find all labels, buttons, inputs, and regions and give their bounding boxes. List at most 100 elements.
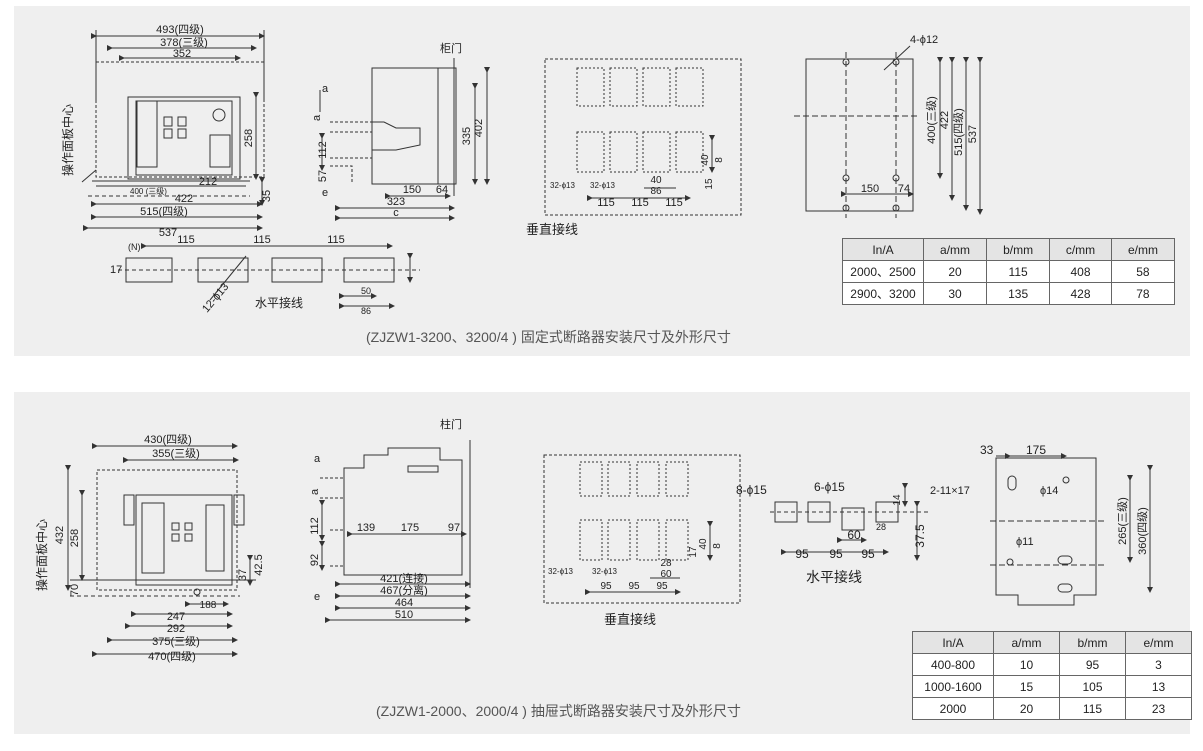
top-vw-dim-115a: 115 xyxy=(597,197,615,209)
table-cell: 105 xyxy=(1059,675,1126,698)
table-cell: 58 xyxy=(1110,260,1176,283)
top-hw-dim-115c: 115 xyxy=(327,234,345,246)
table-cell: 408 xyxy=(1049,260,1112,283)
top-side-dim-a1: a xyxy=(322,83,329,95)
table-cell: 135 xyxy=(986,282,1051,305)
table-header-cell: a/mm xyxy=(922,238,988,261)
top-front-view xyxy=(81,30,265,231)
bot-mv-dim-33: 33 xyxy=(980,443,994,457)
top-side-view xyxy=(319,58,490,221)
bot-hw-dim-60: 60 xyxy=(847,528,861,542)
bot-hw-dim-95a: 95 xyxy=(795,547,809,561)
top-vw-dim-32a: 32-ϕ13 xyxy=(550,181,575,190)
top-hw-dim-50: 50 xyxy=(361,286,371,296)
top-mv-dim-150: 150 xyxy=(861,183,879,195)
table-row: 1000-1600 15 105 13 xyxy=(912,675,1192,698)
bot-mv-dim-360: 360(四级) xyxy=(1136,507,1149,555)
bottom-caption: (ZJZW1-2000、2000/4 ) 抽屉式断路器安装尺寸及外形尺寸 xyxy=(376,703,741,719)
bot-vw-dim-28: 28 xyxy=(660,558,672,569)
top-front-dim-212: 212 xyxy=(199,176,217,188)
top-front-dim-422: 422 xyxy=(175,193,193,205)
bottom-front-view xyxy=(65,443,256,657)
table-header-cell: c/mm xyxy=(1049,238,1112,261)
bot-mv-dim-phi14: ϕ14 xyxy=(1040,485,1058,497)
top-hw-dim-115b: 115 xyxy=(253,234,271,246)
bot-hw-dim-95b: 95 xyxy=(829,547,843,561)
bot-mv-dim-175: 175 xyxy=(1026,443,1046,457)
top-mv-dim-holes: 4-ϕ12 xyxy=(910,34,938,46)
top-side-dim-64: 64 xyxy=(436,184,448,196)
bot-vw-dim-95b: 95 xyxy=(628,581,640,592)
top-front-dim-515: 515(四级) xyxy=(140,205,188,218)
bot-vertical-wiring-label: 垂直接线 xyxy=(604,612,656,627)
bot-front-dim-42-5: 42.5 xyxy=(253,554,265,575)
bot-vw-dim-95c: 95 xyxy=(656,581,668,592)
top-vw-dim-15: 15 xyxy=(704,178,715,190)
table-cell: 2000、2500 xyxy=(842,260,924,283)
bot-mv-dim-phi11: ϕ11 xyxy=(1016,536,1034,548)
top-door-label: 柜门 xyxy=(440,41,462,55)
top-caption: (ZJZW1-3200、3200/4 ) 固定式断路器安装尺寸及外形尺寸 xyxy=(366,329,731,345)
bot-vw-dim-32a: 32-ϕ13 xyxy=(548,567,573,576)
table-header-cell: a/mm xyxy=(993,631,1060,654)
table-header-cell: b/mm xyxy=(1059,631,1126,654)
top-vw-dim-115b: 115 xyxy=(631,197,649,209)
bot-hw-dim-28: 28 xyxy=(876,522,886,532)
table-header-cell: In/A xyxy=(842,238,924,261)
top-mv-dim-515: 515(四级) xyxy=(952,108,965,156)
top-side-dim-335: 335 xyxy=(461,127,473,145)
bot-side-dim-421: 421(连接) xyxy=(380,572,428,585)
table-header-cell: In/A xyxy=(912,631,994,654)
bot-front-dim-292: 292 xyxy=(167,623,185,635)
table-cell: 10 xyxy=(993,653,1060,676)
top-front-dim-493: 493(四级) xyxy=(156,23,204,36)
bot-mv-dim-slots: 2-11×17 xyxy=(930,485,970,497)
top-hw-dim-17: 17 xyxy=(110,264,122,276)
bottom-horizontal-wiring xyxy=(770,483,930,561)
bot-front-dim-430: 430(四级) xyxy=(144,433,192,446)
table-cell: 400-800 xyxy=(912,653,994,676)
table-cell: 30 xyxy=(922,282,988,305)
bot-side-dim-e: e xyxy=(314,591,320,603)
top-front-dim-400: 400 (三级) xyxy=(130,186,167,196)
bot-side-dim-464: 464 xyxy=(395,597,413,609)
top-hw-n-label: (N) xyxy=(128,242,141,252)
top-vertical-wiring xyxy=(544,58,742,216)
bottom-mounting-view xyxy=(990,453,1153,606)
top-mv-dim-400: 400(三级) xyxy=(925,96,938,144)
bot-hw-dim-6holes: 6-ϕ15 xyxy=(814,480,845,494)
bot-front-dim-70: 70 xyxy=(69,584,81,596)
top-vw-dim-115c: 115 xyxy=(665,197,683,209)
table-row: 2900、3200 30 135 428 78 xyxy=(842,282,1176,305)
top-front-dim-537: 537 xyxy=(159,227,177,239)
table-cell: 15 xyxy=(993,675,1060,698)
table-cell: 3 xyxy=(1125,653,1192,676)
top-hw-dim-86: 86 xyxy=(361,306,371,316)
top-vw-dim-40a: 40 xyxy=(650,175,662,186)
table-header-row: In/A a/mm b/mm e/mm xyxy=(912,631,1192,654)
bot-hw-dim-8holes: 8-ϕ15 xyxy=(736,483,767,497)
table-cell: 428 xyxy=(1049,282,1112,305)
top-mv-dim-422: 422 xyxy=(939,111,951,129)
bot-front-dim-432: 432 xyxy=(54,526,66,544)
bot-front-dim-247: 247 xyxy=(167,611,185,623)
top-side-dim-150: 150 xyxy=(403,184,421,196)
top-mv-dim-537: 537 xyxy=(967,125,979,143)
table-header-cell: b/mm xyxy=(986,238,1051,261)
top-spec-table: In/A a/mm b/mm c/mm e/mm 2000、2500 20 11… xyxy=(842,238,1176,305)
bot-front-dim-355: 355(三级) xyxy=(152,447,200,460)
bot-door-label: 柱门 xyxy=(440,417,462,431)
table-cell: 1000-1600 xyxy=(912,675,994,698)
table-row: 2000 20 115 23 xyxy=(912,697,1192,720)
bot-horizontal-wiring-label: 水平接线 xyxy=(806,569,862,585)
top-front-dim-378: 378(三级) xyxy=(160,36,208,49)
bot-mv-dim-265: 265(三级) xyxy=(1116,497,1129,545)
bot-hw-dim-14: 14 xyxy=(892,494,903,506)
table-cell: 78 xyxy=(1110,282,1176,305)
top-vertical-wiring-label: 垂直接线 xyxy=(526,222,578,237)
table-row: 2000、2500 20 115 408 58 xyxy=(842,260,1176,283)
top-side-dim-e: e xyxy=(322,187,328,199)
bot-hw-dim-95c: 95 xyxy=(861,547,875,561)
top-side-dim-402: 402 xyxy=(473,119,485,137)
